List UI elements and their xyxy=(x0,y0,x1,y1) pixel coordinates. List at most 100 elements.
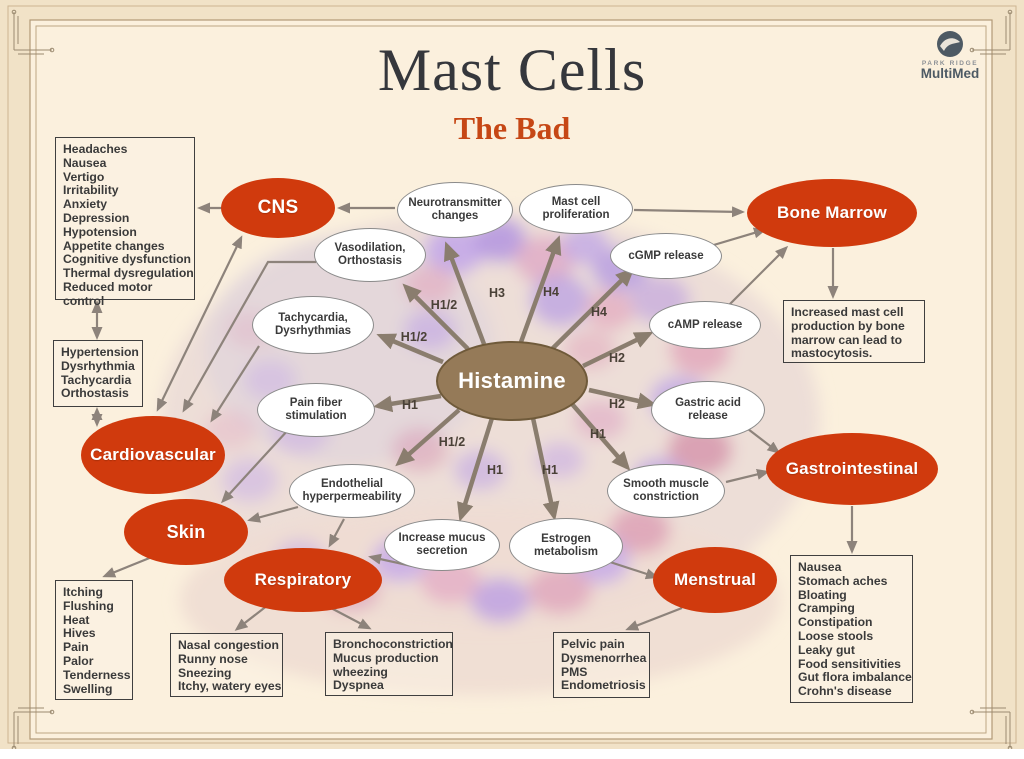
bottom-strip xyxy=(0,749,1024,759)
symptom-line: marrow can lead to xyxy=(791,332,903,347)
logo-brand-top: PARK RIDGE xyxy=(921,60,979,67)
symptom-line: Constipation xyxy=(798,615,873,630)
symptom-line: Nausea xyxy=(63,155,107,170)
symptom-line: Swelling xyxy=(63,681,113,696)
symptom-line: Nausea xyxy=(798,560,842,574)
symptom-line: Hypotension xyxy=(63,224,137,239)
receptor-label-h2: H2 xyxy=(609,351,625,365)
symptom-line: Orthostasis xyxy=(61,386,129,401)
arrow-histamine-tachycardia xyxy=(376,333,444,365)
node-label: Skin xyxy=(166,521,206,542)
node-histamine: Histamine xyxy=(436,341,588,421)
symptom-line: Bronchoconstriction xyxy=(333,637,453,651)
arrow-endothelial-skin xyxy=(247,505,299,523)
symptom-line: mastocytosis. xyxy=(791,346,873,361)
symptom-line: wheezing xyxy=(333,664,388,679)
receptor-label-h1: H1 xyxy=(590,427,606,441)
arrow-pain-fiber-skin xyxy=(220,429,289,504)
node-tachycardia-dysrhythmias: Tachycardia,Dysrhythmias xyxy=(252,296,374,354)
symptom-line: production by bone xyxy=(791,318,905,333)
corner-ornament xyxy=(11,9,1013,751)
receptor-label-h1-2: H1/2 xyxy=(400,330,428,344)
node-gastrointestinal: Gastrointestinal xyxy=(766,433,938,505)
symptom-line: Tenderness xyxy=(63,667,131,682)
arrow-histamine-camp xyxy=(582,331,654,369)
receptor-label-h4: H4 xyxy=(591,305,607,319)
receptor-label-h3: H3 xyxy=(489,286,505,300)
symptom-line: PMS xyxy=(561,664,588,679)
receptor-label-h1: H1 xyxy=(402,398,418,412)
node-label: Respiratory xyxy=(254,570,352,589)
arrow-histamine-mucus xyxy=(457,417,495,522)
node-label: cAMP release xyxy=(667,318,743,331)
symptom-line: Food sensitivities xyxy=(798,656,901,671)
arrow-respiratory-broncho-box xyxy=(330,607,372,630)
node-label: Histamine xyxy=(458,368,566,393)
symptom-line: Sneezing xyxy=(178,665,232,680)
symptom-line: Nasal congestion xyxy=(178,638,279,652)
symptom-line: Mucus production xyxy=(333,650,439,665)
symptom-line: Itchy, watery eyes xyxy=(178,679,282,694)
symptom-line: Hypertension xyxy=(61,345,139,359)
symptom-line: Bloating xyxy=(798,587,847,602)
symptom-line: Increased mast cell xyxy=(791,305,904,319)
arrow-cgmp-bone-marrow xyxy=(706,227,767,249)
node-label: Bone Marrow xyxy=(777,203,887,222)
symptom-line: Vertigo xyxy=(63,169,105,184)
arrow-histamine-mast-proliferation xyxy=(518,235,562,343)
receptor-label-h1: H1 xyxy=(487,463,503,477)
arrow-menstrual-symptom-box xyxy=(625,606,683,631)
node-label: Tachycardia,Dysrhythmias xyxy=(274,312,352,337)
symptom-line: Anxiety xyxy=(63,197,108,212)
logo-swirl-icon xyxy=(937,31,963,57)
symptom-line: Heat xyxy=(63,612,90,627)
node-bone-marrow: Bone Marrow xyxy=(747,179,917,247)
node-cgmp-release: cGMP release xyxy=(610,233,722,279)
receptor-label-h2: H2 xyxy=(609,397,625,411)
receptor-label-h1: H1 xyxy=(542,463,558,477)
symptom-line: Hives xyxy=(63,626,96,641)
arrow-gastric-gi xyxy=(747,428,781,454)
symptom-line: Leaky gut xyxy=(798,642,855,657)
arrow-estrogen-menstrual xyxy=(609,560,659,580)
node-respiratory: Respiratory xyxy=(224,548,382,612)
node-cns: CNS xyxy=(221,178,335,238)
arrow-histamine-neurotransmitter xyxy=(443,241,487,345)
arrow-cns-cardiovascular xyxy=(156,235,243,412)
symptom-line: Reduced motor control xyxy=(63,279,153,308)
symptom-line: Thermal dysregulation xyxy=(63,266,194,281)
symptom-line: Pain xyxy=(63,640,89,655)
arrow-histamine-pain-fiber xyxy=(373,393,442,413)
symptom-line: Pelvic pain xyxy=(561,637,625,651)
symptom-line: Appetite changes xyxy=(63,238,165,253)
node-label: Cardiovascular xyxy=(90,445,216,464)
arrow-histamine-estrogen xyxy=(530,417,560,521)
node-label: cGMP release xyxy=(628,249,704,262)
arrow-histamine-cgmp xyxy=(549,267,635,352)
symptom-line: Dyspnea xyxy=(333,678,384,693)
symptom-line: Flushing xyxy=(63,598,114,613)
logo: PARK RIDGE MultiMed xyxy=(905,30,995,81)
